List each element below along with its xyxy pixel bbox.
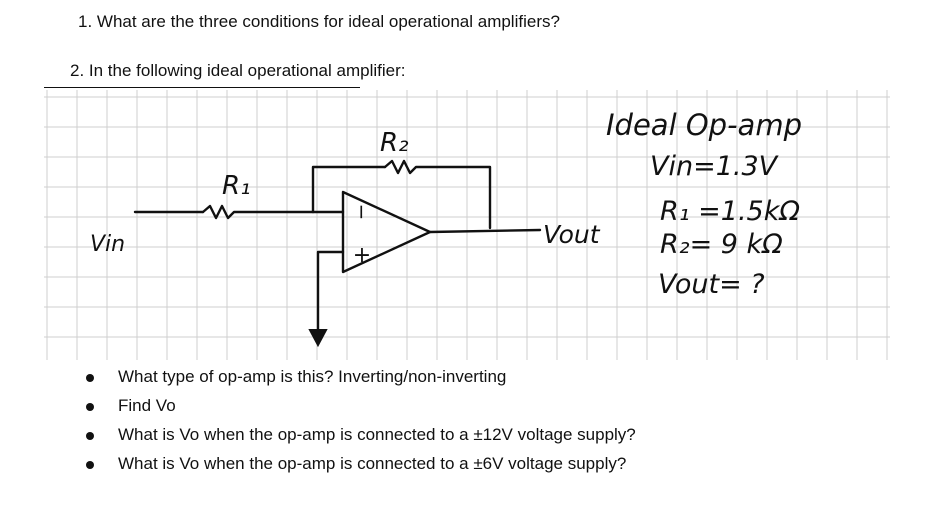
notes-title: Ideal Op-amp xyxy=(606,108,802,142)
circuit-wires xyxy=(133,159,542,332)
bullet-item: What is Vo when the op-amp is connected … xyxy=(80,425,636,454)
r2-resistor-wire xyxy=(383,159,492,230)
vin-node-label: Vin xyxy=(90,232,125,257)
plus-sign: + xyxy=(353,243,371,268)
bullet-item: Find Vo xyxy=(80,396,636,425)
feedback-left-wire xyxy=(311,165,387,214)
underline-rule xyxy=(44,87,360,88)
r1-resistor-wire xyxy=(201,204,315,220)
bullet-item: What is Vo when the op-amp is connected … xyxy=(80,454,636,483)
opamp-triangle xyxy=(341,190,432,274)
r1-label: R₁ xyxy=(222,171,251,201)
ground-symbol xyxy=(308,329,328,348)
output-wire xyxy=(428,228,542,234)
vout-node-label: Vout xyxy=(543,220,601,249)
bullet-item: What type of op-amp is this? Inverting/n… xyxy=(80,367,636,396)
notes-r2: R₂= 9 kΩ xyxy=(660,229,783,260)
minus-sign: − xyxy=(350,204,374,221)
question-2: 2. In the following ideal operational am… xyxy=(70,61,406,80)
notes-vout: Vout= ? xyxy=(658,269,765,300)
notes-vin: Vin=1.3V xyxy=(650,151,780,182)
question-1: 1. What are the three conditions for ide… xyxy=(78,12,560,31)
bullet-list: What type of op-amp is this? Inverting/n… xyxy=(80,367,636,483)
graph-paper-grid xyxy=(44,90,890,360)
r2-label: R₂ xyxy=(380,128,409,158)
noninverting-input-lead xyxy=(316,250,345,332)
notes-r1: R₁ =1.5kΩ xyxy=(660,196,800,227)
